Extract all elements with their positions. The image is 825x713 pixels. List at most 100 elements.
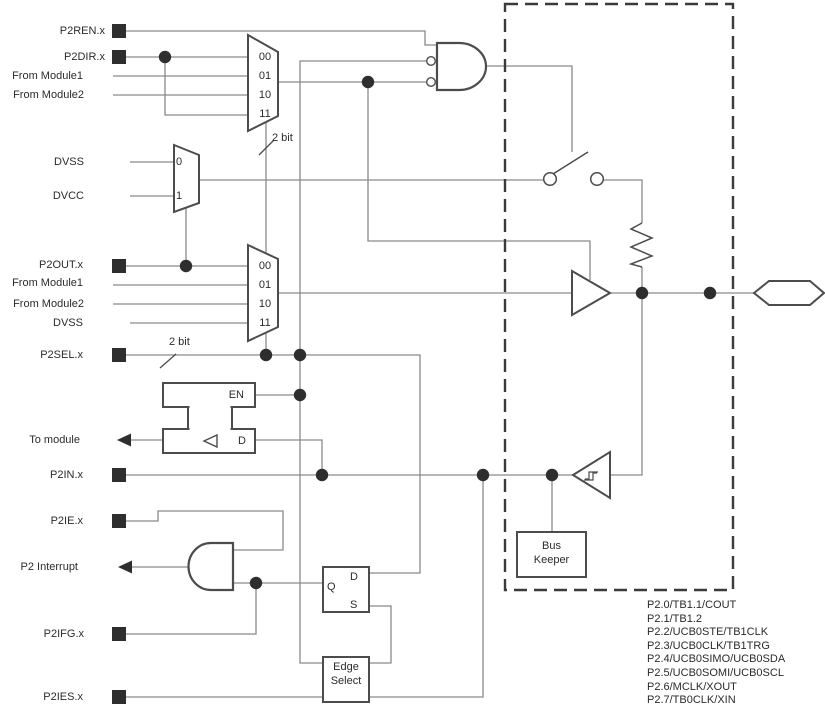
- pull-mux: [173, 143, 200, 214]
- pin-item: P2.6/MCLK/XOUT: [647, 680, 737, 693]
- label-p2ifg: P2IFG.x: [43, 628, 84, 640]
- wire-p2ie: [126, 510, 284, 551]
- latch-en-box: [162, 382, 256, 408]
- switch-contact-left: [542, 171, 558, 187]
- edge-select-line2: Select: [330, 674, 362, 687]
- wire-p2ren: [126, 30, 437, 46]
- label-p2out: P2OUT.x: [38, 259, 83, 271]
- interrupt-and-gate: [187, 541, 235, 592]
- latch-d-box: [162, 428, 256, 454]
- pin-item: P2.1/TB1.2: [647, 612, 703, 625]
- label-p2ren: P2REN.x: [59, 25, 105, 37]
- wire-switch-to-resistor: [604, 179, 643, 223]
- label-from-module1-top: From Module1: [12, 70, 83, 82]
- junction-dot: [293, 348, 307, 362]
- dir-mux: [247, 33, 279, 133]
- pad-hexagon: [752, 280, 825, 306]
- wire-pin-to-edge-select: [369, 475, 484, 698]
- label-p2in: P2IN.x: [49, 469, 83, 481]
- switch-contact-right: [589, 171, 605, 187]
- label-dvss-out: DVSS: [53, 317, 83, 329]
- wire-resistor-to-schmitt: [610, 267, 643, 476]
- edge-select-box: [322, 656, 370, 703]
- dashed-boundary-box: [503, 2, 735, 592]
- bus-width-label-sel: 2 bit: [169, 336, 190, 348]
- pin-item: P2.5/UCB0SOMI/UCB0SCL: [647, 666, 784, 679]
- terminal-p2dir: [112, 50, 126, 64]
- wires: [113, 30, 754, 698]
- label-dvss-pull: DVSS: [54, 156, 84, 168]
- label-p2ies: P2IES.x: [43, 691, 83, 703]
- pin-function-list: P2.0/TB1.1/COUT P2.1/TB1.2 P2.2/UCB0STE/…: [647, 599, 785, 708]
- out-mux-option-00: 00: [258, 260, 272, 272]
- latch-d-label: D: [238, 435, 246, 447]
- out-mux-option-11: 11: [259, 317, 271, 329]
- bus-keeper-line2: Keeper: [533, 554, 570, 566]
- junction-dot: [635, 286, 649, 300]
- edge-select-label: Edge Select: [323, 661, 369, 688]
- terminal-p2ifg: [112, 627, 126, 641]
- dir-mux-option-00: 00: [258, 51, 272, 63]
- label-from-module1-out: From Module1: [12, 277, 83, 289]
- junction-dot: [179, 259, 193, 273]
- label-p2-interrupt: P2 Interrupt: [20, 561, 78, 573]
- flipflop-q-label: Q: [327, 581, 336, 593]
- latch-en-label: EN: [228, 389, 244, 401]
- junction-dot: [249, 576, 263, 590]
- junction-dot: [259, 348, 273, 362]
- wire-p2dir-branch: [164, 57, 248, 116]
- edge-select-line1: Edge: [333, 661, 359, 673]
- wire-output-enable: [367, 82, 591, 280]
- pull-mux-option-1: 1: [175, 190, 183, 202]
- shapes: [159, 33, 825, 703]
- junction-dot: [315, 468, 329, 482]
- wire-p2sel-to-ff-d: [126, 354, 421, 574]
- bus-width-label-dir: 2 bit: [272, 132, 293, 144]
- pull-mux-option-0: 0: [175, 156, 183, 168]
- latch-neck-fill: [189, 404, 231, 431]
- and-input-bubble-1: [426, 56, 437, 67]
- terminal-p2sel: [112, 348, 126, 362]
- bus-width-slash-dir: [258, 139, 275, 156]
- dir-mux-option-11: 11: [259, 108, 271, 120]
- switch-blade: [552, 151, 589, 175]
- and-input-bubble-2: [426, 76, 437, 87]
- pull-resistor: [628, 222, 654, 268]
- junction-dot: [293, 388, 307, 402]
- bus-keeper-box: [516, 531, 587, 578]
- pull-enable-and-gate: [435, 41, 488, 92]
- out-mux: [247, 243, 279, 343]
- bus-width-slash-sel: [159, 353, 177, 369]
- terminal-p2ies: [112, 690, 126, 704]
- terminal-p2ie: [112, 514, 126, 528]
- label-from-module2-out: From Module2: [13, 298, 84, 310]
- dir-mux-option-10: 10: [258, 89, 272, 101]
- pin-item: P2.3/UCB0CLK/TB1TRG: [647, 639, 770, 652]
- terminal-p2ren: [112, 24, 126, 38]
- junction-dot: [545, 468, 559, 482]
- pin-item: P2.7/TB0CLK/XIN: [647, 694, 736, 707]
- out-mux-option-01: 01: [258, 279, 272, 291]
- wire-and-out: [487, 65, 573, 152]
- junction-dot: [703, 286, 717, 300]
- output-buffer: [571, 269, 612, 317]
- flipflop-d-label: D: [350, 571, 358, 583]
- interrupt-arrowhead-icon: [118, 560, 132, 574]
- label-to-module: To module: [29, 434, 80, 446]
- bus-keeper-line1: Bus: [542, 540, 561, 552]
- wire-latch-d: [255, 439, 323, 475]
- bus-keeper-label: Bus Keeper: [517, 539, 586, 567]
- label-p2sel: P2SEL.x: [40, 349, 83, 361]
- junction-dot: [476, 468, 490, 482]
- pin-item: P2.4/UCB0SIMO/UCB0SDA: [647, 653, 786, 666]
- flipflop-s-label: S: [350, 599, 358, 611]
- wire-ff-s: [369, 605, 392, 664]
- label-p2ie: P2IE.x: [50, 515, 83, 527]
- wire-p2ifg: [126, 583, 257, 635]
- terminal-p2in: [112, 468, 126, 482]
- flag-flipflop-box: [322, 566, 370, 613]
- hysteresis-icon: [584, 471, 598, 481]
- to-module-arrowhead-icon: [117, 433, 131, 447]
